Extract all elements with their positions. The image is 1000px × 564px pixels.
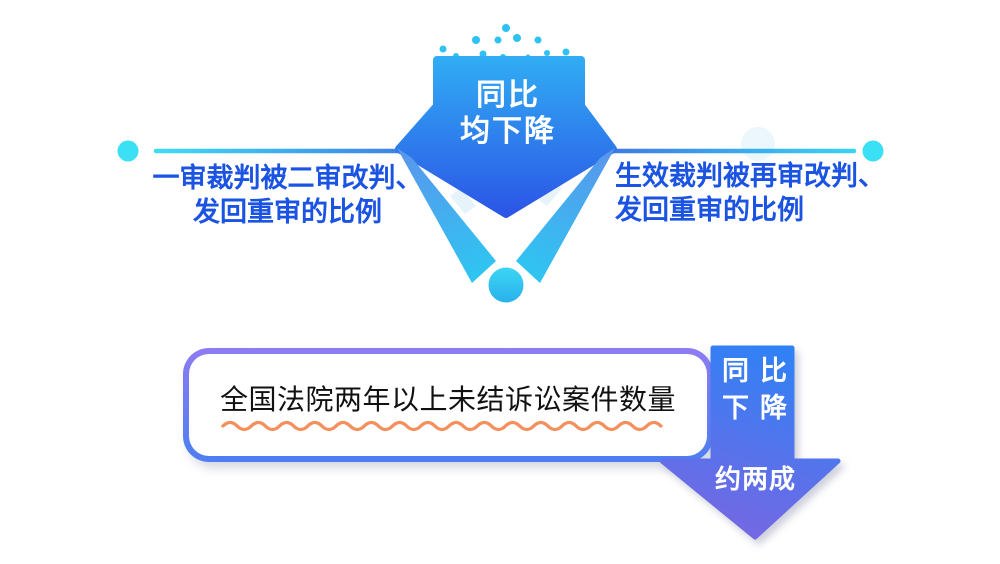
stat-box-inner: 全国法院两年以上未结诉讼案件数量 [189,354,707,456]
banner-label: 同比 下降 [713,353,793,427]
banner-down-arrow-icon [659,345,841,540]
left-label-line1: 一审裁判被二审改判、 [152,163,423,193]
left-label: 一审裁判被二审改判、 发回重审的比例 [140,161,435,229]
wavy-underline-icon [221,420,663,431]
big-down-arrow-icon [395,56,617,218]
left-end-dot [117,140,139,162]
right-label-line2: 发回重审的比例 [615,195,804,225]
stat-box-title: 全国法院两年以上未结诉讼案件数量 [219,383,676,415]
top-arrow-label-line2: 均下降 [460,115,556,148]
top-arrow-label-line1: 同比 [476,79,540,112]
bottom-dot [488,267,524,303]
swoosh-left [397,148,496,283]
top-arrow-label: 同比 均下降 [398,78,618,150]
banner-label-line1: 同比 [722,356,798,386]
stat-box-title-wrap: 全国法院两年以上未结诉讼案件数量 [220,378,676,433]
sparkle-dots-icon [439,24,570,60]
faint-circle-decor [741,127,775,161]
banner-sub-label: 约两成 [714,464,796,494]
left-label-line2: 发回重审的比例 [193,197,382,227]
right-label-line1: 生效裁判被再审改判、 [615,161,885,191]
top-graphic [117,24,884,303]
swoosh-right [516,148,615,283]
right-label: 生效裁判被再审改判、 发回重审的比例 [615,159,910,227]
banner-graphic [659,345,841,540]
right-end-dot [862,140,884,162]
faint-slash-left [450,188,476,214]
banner-label-line2: 下降 [722,393,798,423]
stat-box: 全国法院两年以上未结诉讼案件数量 [183,348,713,462]
